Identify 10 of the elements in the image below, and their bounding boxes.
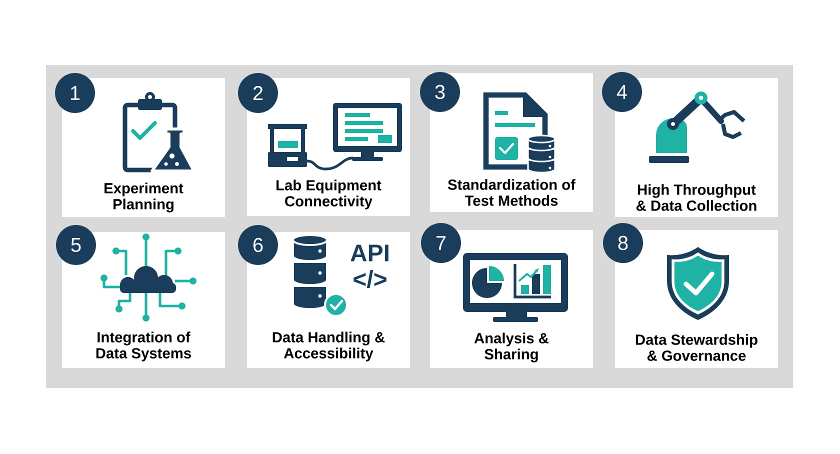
icon-label: </> [354,270,386,288]
number-badge: 7 [421,223,461,263]
icon-label: API [350,244,388,262]
number-badge: 3 [420,72,460,112]
number-badge: 8 [603,223,643,263]
number-badge: 6 [238,225,278,265]
number-badge: 4 [602,72,642,112]
number-badge: 1 [55,73,95,113]
number-badge: 2 [238,73,278,113]
number-badge: 5 [56,225,96,265]
